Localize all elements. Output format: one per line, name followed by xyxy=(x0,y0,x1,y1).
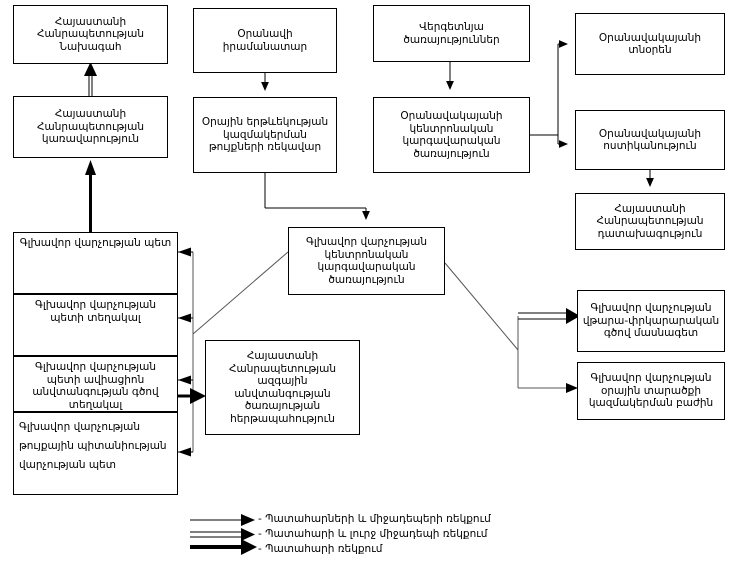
legend-label-1: - Պատահարների և միջադեպերի ռեկքում xyxy=(258,513,491,525)
box-chief-deputy: Գլխավոր վարչության պետի տեղակալ xyxy=(13,294,178,356)
box-president: Հայաստանի Հանրապետության Նախագահ xyxy=(13,5,168,64)
wire-government-to-president xyxy=(84,62,97,96)
box-prosecutor: Հայաստանի Հանրապետության դատախագություն xyxy=(575,193,725,250)
box-central-admin-service: Օրանավակայանի կենտրոնական կարգավարական ծ… xyxy=(373,97,530,173)
box-government: Հայաստանի Հանրապետության կառավարություն xyxy=(13,96,168,158)
box-chief-deputy-ops: Գլխավոր վարչության պետի ավիացիոն անվտանգ… xyxy=(13,356,178,412)
box-airport-police: Օրանավակայանի ոստիկանություն xyxy=(575,110,725,170)
wire-left-vertical-bus xyxy=(178,247,194,457)
wire-right-branch xyxy=(517,308,580,393)
legend-arrow-double-line xyxy=(190,528,255,541)
legend-arrow-thick-bold xyxy=(190,539,257,555)
box-central-mgmt-service: Գլխավոր վարչության կենտրոնական կարգավարա… xyxy=(288,227,445,295)
wire-chiefhead-to-government xyxy=(85,160,96,232)
box-analytic-specialist: Գլխավոր վարչության վթարա-փրկարարական գծո… xyxy=(577,290,725,352)
box-chief-head: Գլխավոր վարչության պետ xyxy=(13,232,178,294)
box-road-fund: Օրանավի իրամանատար xyxy=(193,8,337,73)
wire-centralmgmt-diagonal-left xyxy=(192,251,289,335)
legend-label-2: - Պատահարի և լուրջ միջադեպի ռեկքում xyxy=(258,528,488,540)
legend-label-3: - Պատահարի ռեկքում xyxy=(258,543,383,555)
box-daily-territory-dept: Գլխավոր վարչության օրային տարածքի կազմակ… xyxy=(577,362,725,420)
box-chief-license-dept: Գլխավոր վարչության թույքային պիտանիությա… xyxy=(13,412,178,495)
box-road-traffic-safety-head: Օրային երթևեկության կազմակերման թույքներ… xyxy=(193,97,337,173)
box-vertical-services: Վերգետնյա ծառայություններ xyxy=(373,5,530,62)
wire-centralmgmt-diagonal-right xyxy=(444,262,519,351)
wire-trafficlead-to-centralmgmt xyxy=(264,173,370,220)
legend-arrow-thin-single xyxy=(190,514,255,526)
box-national-security: Հայաստանի Հանրապետության ազգային անվտանգ… xyxy=(205,340,360,435)
wire-centraladmin-branch xyxy=(530,40,568,148)
box-airport-director: Օրանավակայանի տնօրեն xyxy=(575,13,725,75)
